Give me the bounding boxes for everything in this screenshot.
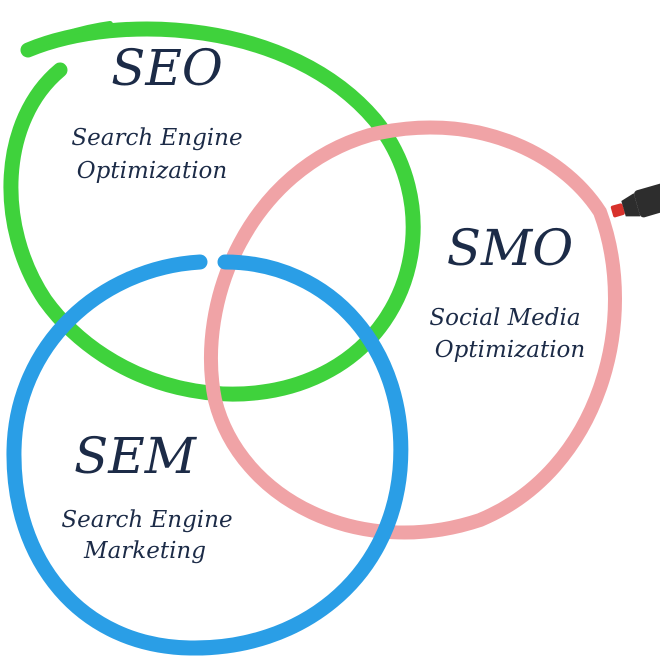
seo-acronym: SEO (111, 39, 223, 97)
seo-desc-line2: Optimization (77, 158, 227, 184)
seo-ring-stroke (3, 21, 421, 402)
sem-ring-stroke (6, 254, 409, 656)
marker-cone (621, 193, 641, 217)
smo-circle: SMO Social Media Optimization (204, 120, 622, 540)
marker-pen-icon (610, 181, 660, 218)
seo-circle: SEO Search Engine Optimization (3, 21, 421, 402)
smo-desc-line2: Optimization (435, 337, 585, 363)
marker-tip (610, 203, 625, 218)
seo-desc-line1: Search Engine (71, 125, 242, 151)
smo-desc-line1: Social Media (429, 305, 580, 331)
marker-barrel (634, 181, 660, 218)
seo-ring-tail (25, 21, 113, 53)
smo-acronym: SMO (447, 219, 573, 277)
sem-circle: SEM Search Engine Marketing (6, 254, 409, 656)
sem-desc-line2: Marketing (83, 538, 206, 564)
sem-acronym: SEM (74, 427, 198, 485)
smo-ring-stroke (204, 120, 622, 540)
sem-desc-line1: Search Engine (61, 507, 232, 533)
